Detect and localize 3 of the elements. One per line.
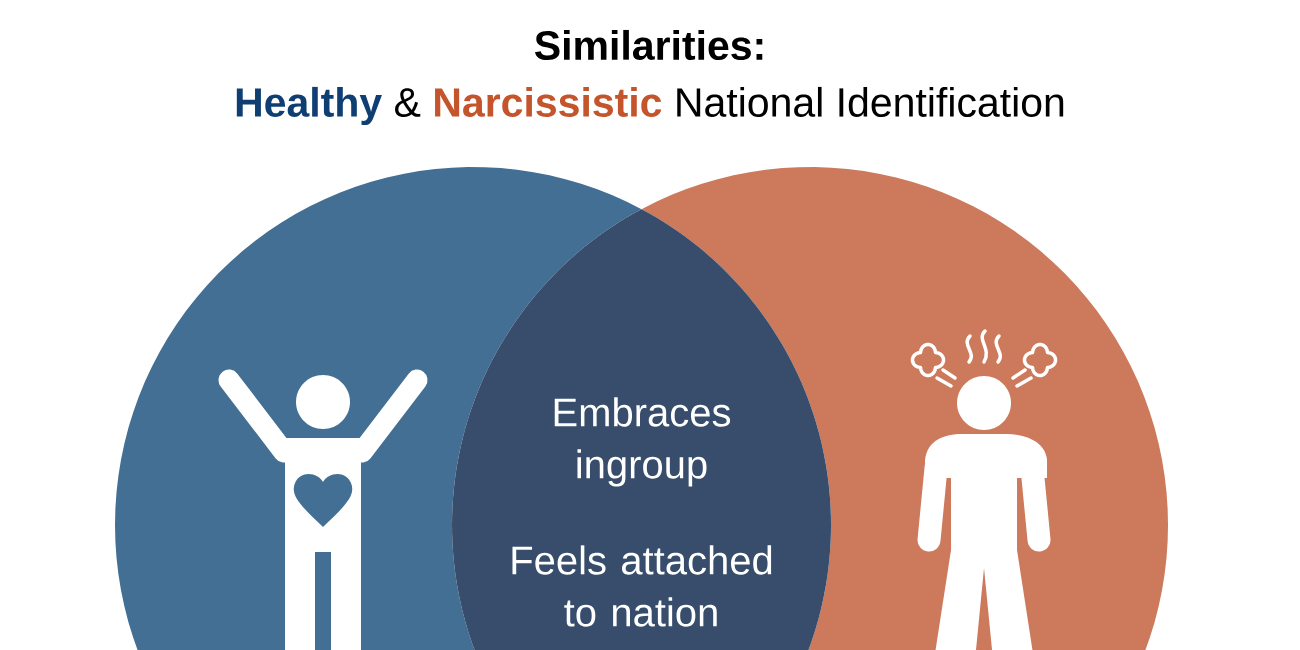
title: Similarities: [534, 29, 763, 61]
subtitle: Healthy & Narcissistic National Identification [236, 86, 1064, 126]
overlap-region: Embraces ingroup Feels attached to nation [452, 209, 831, 650]
